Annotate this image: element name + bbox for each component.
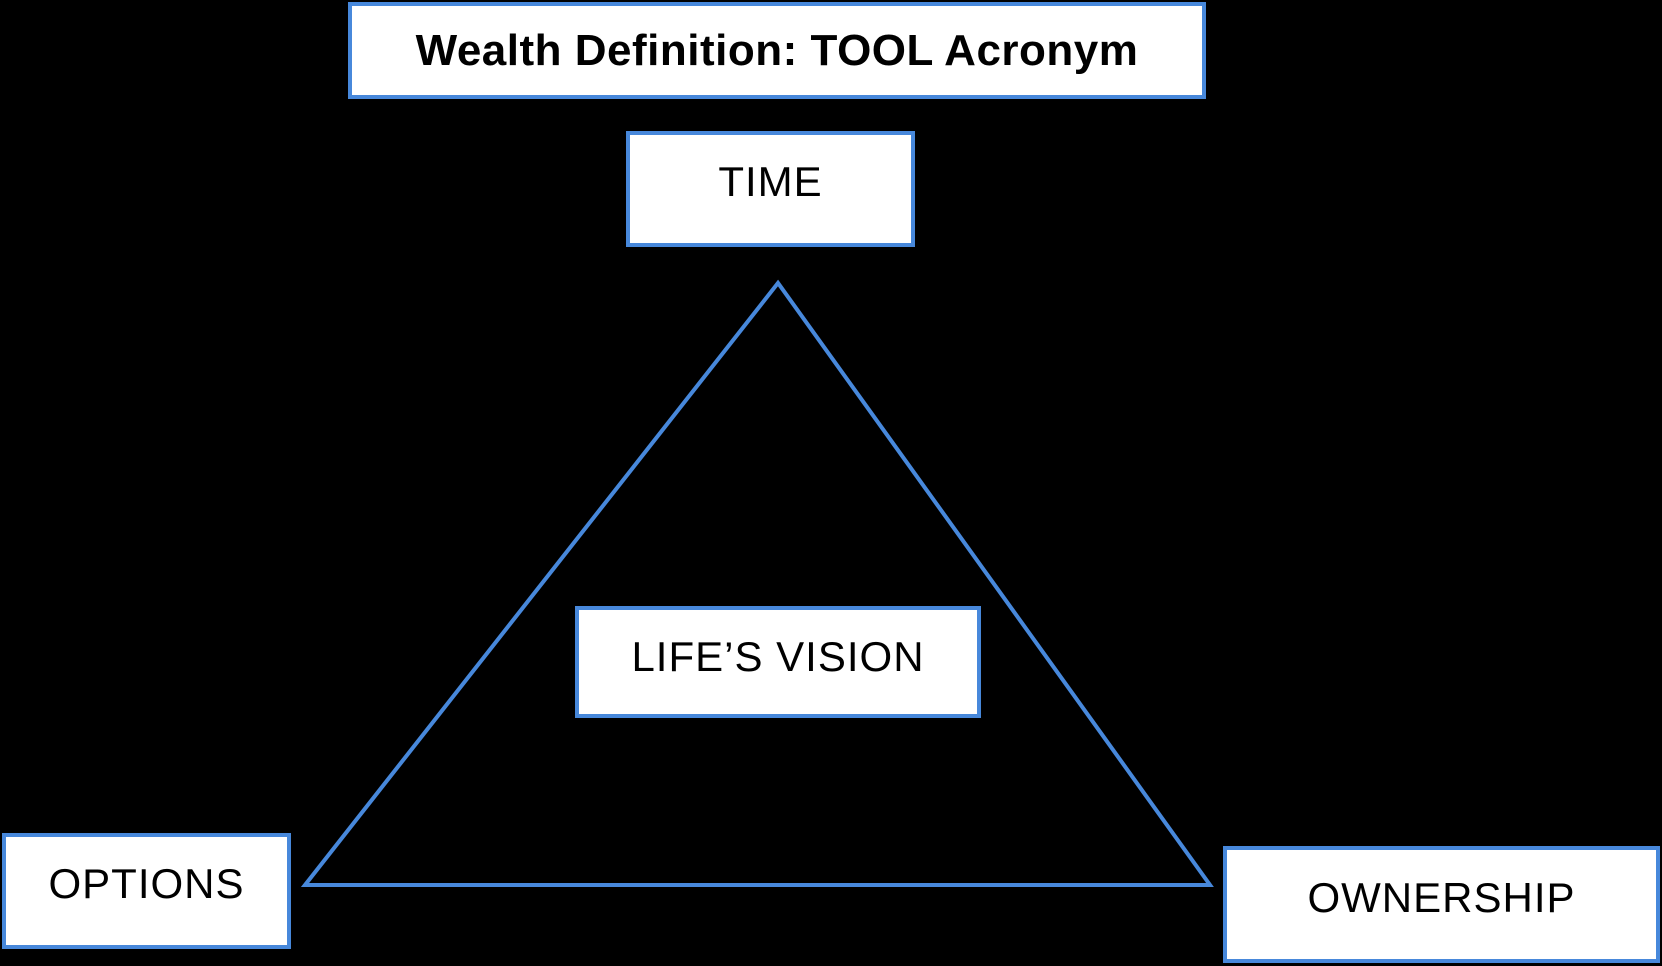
ownership-node: OWNERSHIP: [1223, 846, 1660, 963]
time-label: TIME: [718, 158, 823, 205]
ownership-label: OWNERSHIP: [1307, 873, 1576, 921]
options-node: OPTIONS: [2, 833, 291, 949]
vision-node: LIFE’S VISION: [575, 606, 981, 718]
diagram-title: Wealth Definition: TOOL Acronym: [415, 25, 1139, 75]
options-label: OPTIONS: [48, 860, 245, 907]
diagram-title-box: Wealth Definition: TOOL Acronym: [348, 2, 1206, 99]
triangle-shape: [300, 279, 1214, 887]
vision-label: LIFE’S VISION: [631, 633, 925, 680]
time-node: TIME: [626, 131, 915, 247]
